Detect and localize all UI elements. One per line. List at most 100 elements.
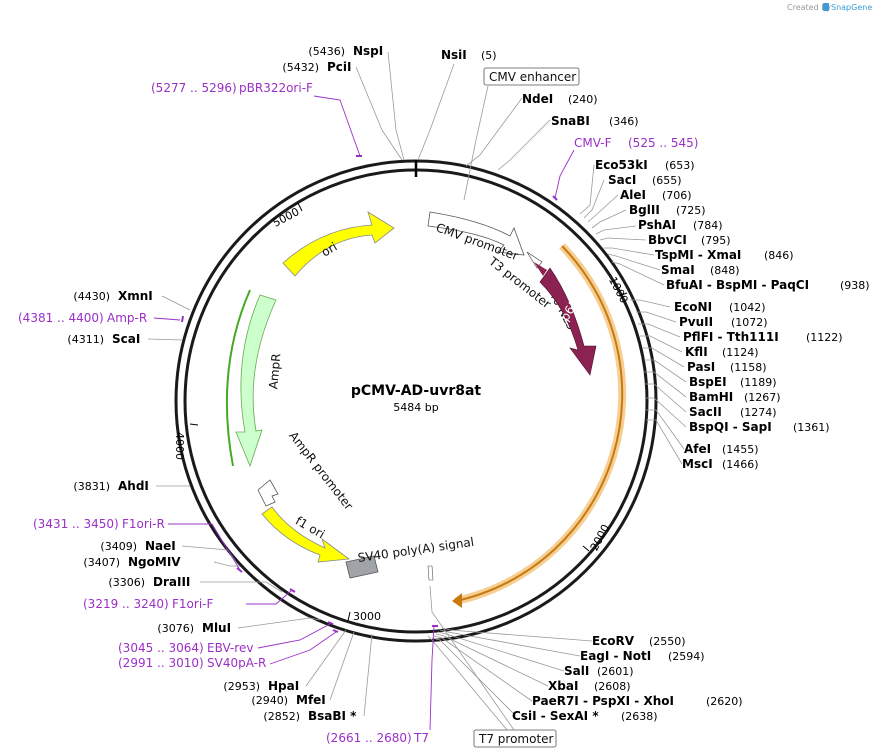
svg-text:(784): (784) <box>693 219 723 232</box>
ampr-feature: AmpR <box>225 289 283 468</box>
site-snabi: SnaBI <box>551 114 590 128</box>
svg-text:1000: 1000 <box>606 275 631 306</box>
site-ecorv: EcoRV <box>592 634 635 648</box>
insert-arc-arrowhead <box>452 593 462 608</box>
site-msci: MscI <box>682 457 713 471</box>
svg-text:(5436): (5436) <box>308 45 345 58</box>
svg-text:(3831): (3831) <box>73 480 110 493</box>
svg-text:(5277 .. 5296): (5277 .. 5296) <box>151 81 237 95</box>
site-econi: EcoNI <box>674 300 712 314</box>
site-hpai: HpaI <box>268 679 299 693</box>
site-sali: SalI <box>564 664 589 678</box>
primer-pbr322ori-f: pBR322ori-F <box>239 81 313 95</box>
site-smai: SmaI <box>661 263 695 277</box>
site-pvuii: PvuII <box>679 315 713 329</box>
site-xbai: XbaI <box>548 679 578 693</box>
svg-text:(1124): (1124) <box>722 346 759 359</box>
svg-text:(706): (706) <box>662 189 692 202</box>
site-paer7i-pspxi-xhoi: PaeR7I - PspXI - XhoI <box>532 694 674 708</box>
primer-labels: (5277 .. 5296)pBR322ori-F CMV-F (525 .. 5… <box>18 81 698 745</box>
site-ngomiv: NgoMIV <box>128 555 181 569</box>
svg-text:(525 .. 545): (525 .. 545) <box>628 136 698 150</box>
t3-promoter-feature <box>526 251 543 269</box>
site-bsabi: BsaBI * <box>308 709 357 723</box>
primer-t7: T7 <box>413 731 429 745</box>
sv40-polya-label: SV40 poly(A) signal <box>357 535 475 565</box>
svg-text:3000: 3000 <box>353 610 381 623</box>
primer-amp-r: Amp-R <box>107 311 147 325</box>
site-bamhi: BamHI <box>689 390 733 404</box>
svg-text:(2601): (2601) <box>597 665 634 678</box>
site-nspi: NspI <box>353 44 383 58</box>
ampr-label: AmpR <box>266 353 283 390</box>
tick-2000: 2000 <box>582 522 613 553</box>
site-bspei: BspEI <box>689 375 727 389</box>
site-scai: ScaI <box>112 332 140 346</box>
site-alei: AleI <box>620 188 646 202</box>
svg-text:(1158): (1158) <box>730 361 767 374</box>
svg-text:(653): (653) <box>665 159 695 172</box>
site-pshai: PshAI <box>638 218 676 232</box>
svg-text:(5): (5) <box>481 49 497 62</box>
svg-text:(725): (725) <box>676 204 706 217</box>
svg-text:(2550): (2550) <box>649 635 686 648</box>
site-mfei: MfeI <box>296 693 326 707</box>
site-nsii: NsiI <box>441 48 467 62</box>
svg-text:(2940): (2940) <box>251 694 288 707</box>
svg-text:(846): (846) <box>764 249 794 262</box>
ori-feature: ori <box>282 211 395 277</box>
right-site-leaders <box>417 63 687 737</box>
primer-f1ori-r: F1ori-R <box>122 517 165 531</box>
svg-text:(3431 .. 3450): (3431 .. 3450) <box>33 517 119 531</box>
svg-text:(3306): (3306) <box>108 576 145 589</box>
plasmid-name: pCMV-AD-uvr8at <box>351 383 482 399</box>
site-xmni: XmnI <box>118 289 153 303</box>
svg-text:4000: 4000 <box>173 432 186 460</box>
svg-text:(3407): (3407) <box>83 556 120 569</box>
svg-text:(2991 .. 3010): (2991 .. 3010) <box>118 656 204 670</box>
svg-text:(938): (938) <box>840 279 870 292</box>
plasmid-size: 5484 bp <box>393 401 438 414</box>
site-mlui: MluI <box>202 621 231 635</box>
primer-cmv-f: CMV-F <box>574 136 612 150</box>
svg-text:(2661 .. 2680): (2661 .. 2680) <box>326 731 412 745</box>
svg-text:(2638): (2638) <box>621 710 658 723</box>
credit-prefix: Created by <box>787 3 831 12</box>
svg-text:CMV enhancer: CMV enhancer <box>489 70 576 84</box>
site-naei: NaeI <box>145 539 176 553</box>
sv40-polya-feature: SV40 poly(A) signal <box>345 535 475 581</box>
site-draiii: DraIII <box>153 575 190 589</box>
svg-text:(1455): (1455) <box>722 443 759 456</box>
sv40-nls-feature <box>534 262 547 276</box>
primer-leaders <box>153 95 575 731</box>
insert-arc <box>455 245 624 602</box>
boxed-feature-leaders <box>429 85 515 731</box>
plasmid-backbone <box>174 159 658 643</box>
site-pflfi-tth111i: PflFI - Tth111I <box>683 330 779 344</box>
svg-text:(3076): (3076) <box>157 622 194 635</box>
site-bbvci: BbvCI <box>648 233 687 247</box>
site-bspqi-sapi: BspQI - SapI <box>689 420 772 434</box>
site-eco53ki: Eco53kI <box>595 158 648 172</box>
tick-3000: 3000 <box>347 610 381 623</box>
snapgene-logo-icon <box>823 3 829 11</box>
svg-text:(2620): (2620) <box>706 695 743 708</box>
primer-f1ori-f: F1ori-F <box>172 597 213 611</box>
svg-text:(2608): (2608) <box>594 680 631 693</box>
site-pasi: PasI <box>687 360 715 374</box>
svg-text:(1267): (1267) <box>744 391 781 404</box>
svg-text:(1042): (1042) <box>729 301 766 314</box>
site-bfuai-bspmi-paqci: BfuAI - BspMI - PaqCI <box>666 278 809 292</box>
svg-text:(1072): (1072) <box>731 316 768 329</box>
site-kfli: KflI <box>685 345 708 359</box>
svg-text:(848): (848) <box>710 264 740 277</box>
ampr-promoter-label: AmpR promoter <box>286 429 356 513</box>
svg-text:(5432): (5432) <box>282 61 319 74</box>
svg-text:(4311): (4311) <box>67 333 104 346</box>
svg-text:2000: 2000 <box>588 522 613 553</box>
svg-text:(795): (795) <box>701 234 731 247</box>
site-tspmi-xmai: TspMI - XmaI <box>655 248 741 262</box>
right-sites: NsiI(5) NdeI(240) SnaBI(346) Eco53kI(653… <box>441 48 870 723</box>
site-csii-sexai: CsiI - SexAI * <box>512 709 599 723</box>
